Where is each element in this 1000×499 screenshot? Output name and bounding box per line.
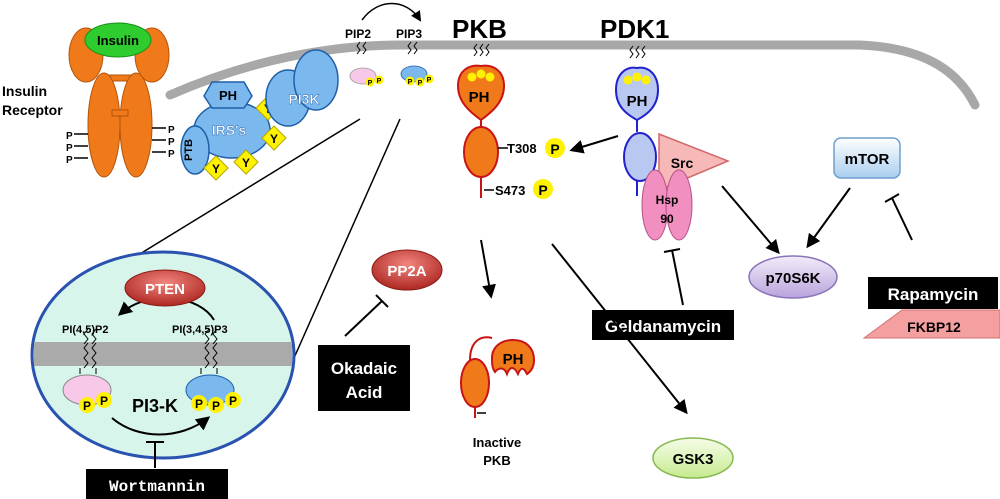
inset-pip3-phospho-3: P: [229, 394, 237, 408]
pi3k-pten-inset: PTEN PI(4,5)P2 PI(3,4,5)P3 P P P P P PI3…: [30, 250, 296, 460]
receptor-beta-left: [87, 72, 121, 178]
pp2a-label: PP2A: [387, 263, 426, 280]
inactive-pkb-label-line2: PKB: [483, 453, 510, 468]
pdk1-protein: PH: [614, 45, 660, 196]
pi3k-catalytic: [293, 49, 339, 111]
pkb-to-inactive-arrow: [480, 239, 496, 299]
hsp90-right: [665, 169, 693, 241]
inactive-pkb: PH: [460, 336, 536, 418]
receptor-beta-right: [119, 72, 153, 178]
irs-ph-domain: [203, 81, 253, 109]
receptor-phospho-right-2: P: [168, 137, 175, 148]
mtor-label: mTOR: [845, 151, 890, 168]
receptor-phospho-left-3: P: [66, 155, 73, 166]
t308-phospho: P: [550, 141, 559, 157]
src-label: Src: [671, 155, 694, 171]
irs-ptb-label: PTB: [183, 139, 195, 161]
insulin-receptor-label-line2: Receptor: [2, 102, 63, 118]
p70s6k-oval: [748, 255, 838, 299]
okadaic-inhibits-pp2a: [344, 294, 389, 337]
t308-label: T308: [507, 141, 537, 156]
pp2a-oval: [371, 249, 443, 291]
pi45p2-label: PI(4,5)P2: [62, 324, 108, 336]
zoom-line-right: [285, 118, 401, 377]
cell-membrane: [165, 40, 980, 110]
pip3-label: PIP3: [396, 27, 422, 41]
insulin-ligand: [84, 22, 152, 58]
inactive-pkb-label-line1: Inactive: [473, 435, 521, 450]
fkbp12-label: FKBP12: [907, 319, 961, 335]
pten-oval: [124, 269, 206, 307]
irs-ph-label: PH: [219, 88, 237, 103]
receptor-phospho-right-3: P: [168, 149, 175, 160]
pi3k-label: PI3K: [288, 91, 319, 107]
pkb-title: PKB: [452, 14, 507, 44]
okadaic-acid-box: [318, 345, 410, 411]
pdk1-ph-label: PH: [627, 93, 648, 110]
pkb-to-gsk3-arrow: [551, 243, 688, 415]
wortmannin-box: [86, 469, 228, 499]
gsk3-label: GSK3: [673, 451, 714, 468]
pdk1-kinase-domain: [623, 132, 657, 182]
irs-label: IRS's: [212, 122, 247, 138]
inset-pip2-phospho-2: P: [100, 394, 108, 408]
pdk1-title: PDK1: [600, 14, 669, 44]
rapamycin-inhibits-mtor: [884, 193, 913, 241]
fkbp12-shape: [862, 309, 1000, 339]
geldanamycin-inhibits-hsp90: [663, 248, 684, 306]
pip3-phospho-2: P: [418, 80, 423, 87]
hsp90-label-line2: 90: [660, 212, 674, 226]
insulin-receptor-label-line1: Insulin: [2, 83, 47, 99]
pi3k-inset-arrow: [111, 416, 211, 436]
receptor-phospho-left-1: P: [66, 131, 73, 142]
pip2-phospho-1: P: [368, 80, 373, 87]
pip2-phospho-2: P: [377, 78, 382, 85]
s473-label: S473: [495, 183, 525, 198]
pi345p3-label: PI(3,4,5)P3: [172, 324, 228, 336]
mtor-to-p70s6k-arrow: [806, 187, 851, 249]
tyrosine-label-2: Y: [270, 132, 278, 146]
inactive-pkb-ph-domain: [490, 338, 536, 377]
tyrosine-label-3: Y: [242, 156, 250, 170]
tyrosine-label-4: Y: [212, 162, 220, 176]
irs-ptb-domain: [180, 125, 210, 175]
inset-membrane: [34, 342, 292, 366]
pkb-kinase-domain: [463, 126, 499, 178]
inset-pip2-phospho-1: P: [83, 399, 91, 413]
wortmannin-label: Wortmannin: [109, 478, 205, 496]
src-to-p70s6k-arrow: [721, 185, 780, 255]
pkb-protein: PH: [456, 43, 508, 198]
mtor-box: [833, 137, 901, 179]
s473-phospho: P: [538, 182, 547, 198]
pdk1-to-t308-arrow: [569, 135, 619, 154]
pip3-phospho-1: P: [408, 79, 413, 86]
hsp90-label-line1: Hsp: [656, 193, 679, 207]
okadaic-acid-label-line1: Okadaic: [331, 359, 397, 378]
pip3-phospho-3: P: [427, 77, 432, 84]
pip2-to-pip3-arrow: [361, 2, 422, 22]
pten-label: PTEN: [145, 281, 185, 298]
pip3-lipid: P P P: [400, 41, 434, 87]
pkb-ph-label: PH: [469, 89, 490, 106]
receptor-phospho-left-2: P: [66, 143, 73, 154]
rapamycin-box: [868, 277, 998, 309]
rapamycin-label: Rapamycin: [888, 285, 979, 304]
insulin-label: Insulin: [97, 33, 139, 48]
inactive-pkb-ph-label: PH: [503, 351, 524, 368]
inset-pip3-phospho-2: P: [212, 399, 220, 413]
geldanamycin-label: Geldanamycin: [605, 317, 721, 336]
p70s6k-label: p70S6K: [765, 270, 820, 287]
irs-complex: IRS's PH PTB: [180, 81, 271, 175]
pip2-label: PIP2: [345, 27, 371, 41]
gsk3-oval: [652, 437, 734, 479]
inset-pip3-phospho-1: P: [195, 397, 203, 411]
pi3k-inset-label: PI3-K: [132, 396, 178, 416]
pip2-lipid: P P: [349, 41, 384, 87]
okadaic-acid-label-line2: Acid: [346, 383, 383, 402]
receptor-phospho-right-1: P: [168, 125, 175, 136]
wortmannin-inhibits-pi3k: [146, 441, 164, 468]
